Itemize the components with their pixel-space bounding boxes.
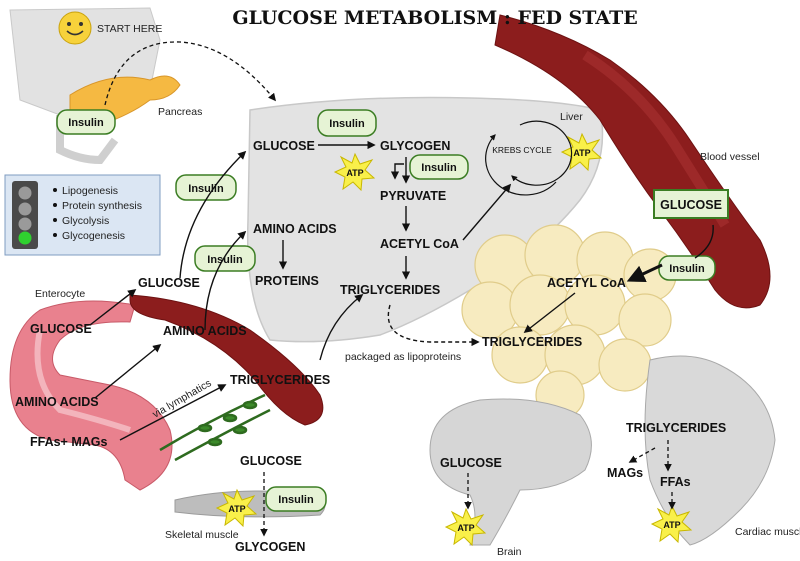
brain-glucose-label: GLUCOSE — [440, 456, 502, 470]
brain-label: Brain — [497, 546, 522, 558]
acetyl-coa-label: ACETYL CoA — [380, 237, 459, 251]
vessel-glucose-box: GLUCOSE — [653, 189, 729, 219]
svg-text:Insulin: Insulin — [278, 494, 314, 506]
ffas-mags-label: FFAs+ MAGs — [30, 435, 107, 449]
svg-text:Insulin: Insulin — [207, 254, 243, 266]
enterocyte-shape — [9, 300, 173, 491]
svg-text:ATP: ATP — [228, 504, 245, 514]
brain-shape — [429, 398, 592, 546]
smiley-icon — [58, 11, 92, 45]
legend-item: Glycogenesis — [62, 230, 125, 242]
heart-shape — [644, 355, 776, 546]
ffas-label: FFAs — [660, 475, 691, 489]
blood-vessel-shape — [494, 14, 771, 309]
liver-arrows — [278, 140, 512, 280]
svg-text:ATP: ATP — [663, 520, 680, 530]
insulin-badge: Insulin — [317, 109, 377, 137]
atp-burst: ATP — [650, 504, 693, 544]
insulin-badge: Insulin — [175, 174, 237, 201]
chylomicron-triglycerides-label: TRIGLYCERIDES — [230, 373, 330, 387]
svg-text:GLUCOSE: GLUCOSE — [660, 198, 722, 212]
pancreas-label: Pancreas — [158, 106, 202, 118]
blood-glucose-label: GLUCOSE — [138, 276, 200, 290]
mags-label: MAGs — [607, 466, 643, 480]
svg-text:ATP: ATP — [573, 148, 590, 158]
adipose-cells — [461, 224, 677, 420]
blood-amino-acids-label: AMINO ACIDS — [163, 324, 247, 338]
insulin-release-arrow — [104, 41, 276, 106]
gut-amino-acids-label: AMINO ACIDS — [15, 395, 99, 409]
start-here-label: START HERE — [97, 23, 162, 35]
adipose-arrows — [387, 224, 714, 347]
svg-text:Insulin: Insulin — [329, 118, 365, 130]
blood-vessel-label: Blood vessel — [700, 151, 760, 163]
adipose-acetyl-coa-label: ACETYL CoA — [547, 276, 626, 290]
lymphatics — [159, 393, 271, 462]
legend: Lipogenesis Protein synthesis Glycolysis… — [4, 174, 161, 256]
svg-text:Insulin: Insulin — [188, 183, 224, 195]
svg-text:ATP: ATP — [457, 523, 474, 533]
liver-amino-acids-label: AMINO ACIDS — [253, 222, 337, 236]
liver-label: Liver — [560, 111, 583, 123]
svg-text:Insulin: Insulin — [421, 162, 457, 174]
svg-text:Insulin: Insulin — [669, 263, 705, 275]
cardiac-muscle-label: Cardiac muscle — [735, 526, 800, 538]
liver-glucose-label: GLUCOSE — [253, 139, 315, 153]
insulin-badge: Insulin — [56, 109, 116, 135]
svg-text:Insulin: Insulin — [68, 117, 104, 129]
gut-arrows — [89, 150, 364, 441]
duct-shape — [56, 115, 119, 165]
legend-item: Glycolysis — [62, 215, 109, 227]
glycogen-label: GLYCOGEN — [380, 139, 450, 153]
adipose-triglycerides-label: TRIGLYCERIDES — [482, 335, 582, 349]
muscle-glucose-label: GLUCOSE — [240, 454, 302, 468]
skeletal-muscle-label: Skeletal muscle — [165, 529, 239, 541]
proteins-label: PROTEINS — [255, 274, 319, 288]
via-lymphatics-label: via lymphatics — [151, 377, 214, 420]
insulin-badge: Insulin — [658, 255, 716, 281]
packaged-lipoproteins-label: packaged as lipoproteins — [345, 351, 461, 363]
liver-triglycerides-label: TRIGLYCERIDES — [340, 283, 440, 297]
enterocyte-label: Enterocyte — [35, 288, 85, 300]
legend-item: Protein synthesis — [62, 200, 142, 212]
svg-text:ATP: ATP — [346, 168, 363, 178]
atp-burst: ATP — [560, 132, 603, 172]
krebs-cycle: KREBS CYCLE — [485, 120, 573, 196]
page-title: GLUCOSE METABOLISM : FED STATE — [232, 7, 637, 29]
svg-text:KREBS CYCLE: KREBS CYCLE — [492, 145, 552, 155]
muscle-glycogen-label: GLYCOGEN — [235, 540, 305, 554]
portal-vessel-shape — [129, 294, 324, 426]
insulin-badge: Insulin — [265, 486, 327, 512]
pyruvate-label: PYRUVATE — [380, 189, 446, 203]
heart-triglycerides-label: TRIGLYCERIDES — [626, 421, 726, 435]
legend-item: Lipogenesis — [62, 185, 118, 197]
atp-burst: ATP — [444, 507, 487, 547]
atp-burst: ATP — [215, 488, 258, 528]
insulin-badge: Insulin — [409, 154, 469, 180]
heart-arrows — [628, 440, 676, 510]
gut-glucose-label: GLUCOSE — [30, 322, 92, 336]
insulin-badge: Insulin — [194, 245, 256, 272]
atp-burst: ATP — [333, 152, 376, 192]
